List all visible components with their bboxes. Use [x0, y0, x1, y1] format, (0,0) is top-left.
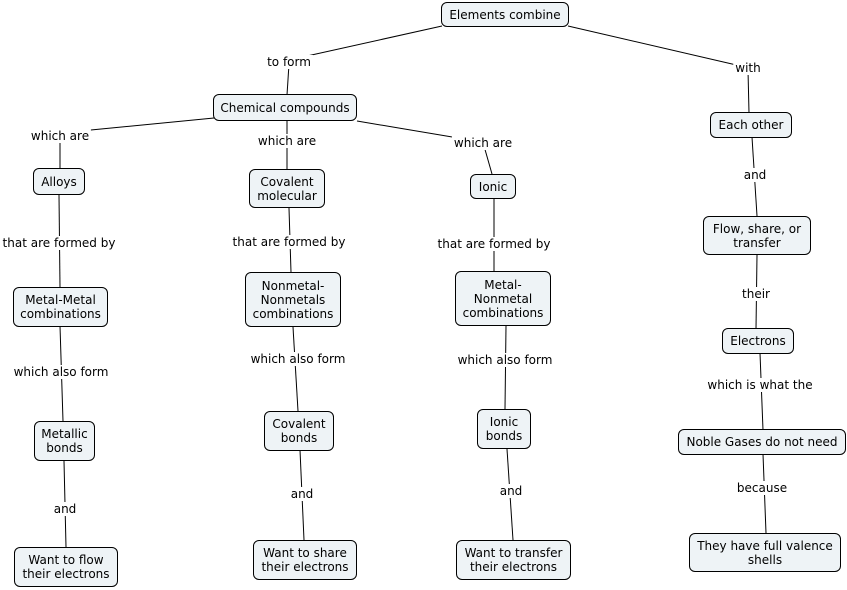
node-elements-combine[interactable]: Elements combine	[441, 2, 569, 27]
link-label-because: because	[734, 481, 790, 495]
link-label-also-form-metal: which also form	[11, 365, 111, 379]
node-ionic-bonds[interactable]: Ionic bonds	[477, 409, 531, 449]
link-label-with: with	[733, 61, 763, 75]
link-label-and-each-other: and	[741, 168, 769, 182]
link-label-which-are-covalent: which are	[255, 134, 319, 148]
link-label-which-are-ionic: which are	[451, 136, 515, 150]
node-metallic-bonds[interactable]: Metallic bonds	[34, 421, 95, 461]
node-ionic[interactable]: Ionic	[470, 174, 516, 199]
node-metal-nonmetal-combinations[interactable]: Metal- Nonmetal combinations	[455, 271, 551, 326]
node-flow-share-transfer[interactable]: Flow, share, or transfer	[703, 216, 811, 255]
node-want-to-share[interactable]: Want to share their electrons	[253, 540, 357, 580]
node-want-to-transfer[interactable]: Want to transfer their electrons	[456, 540, 571, 580]
node-full-valence-shells[interactable]: They have full valence shells	[689, 533, 841, 572]
node-covalent-molecular[interactable]: Covalent molecular	[249, 169, 325, 208]
link-label-to-form: to form	[265, 55, 313, 69]
connector-line	[292, 326, 299, 412]
link-label-formed-by-covalent: that are formed by	[230, 235, 348, 249]
node-each-other[interactable]: Each other	[710, 112, 792, 138]
node-metal-metal-combinations[interactable]: Metal-Metal combinations	[13, 287, 108, 327]
link-label-their: their	[740, 287, 772, 301]
connector-line	[483, 145, 493, 175]
node-chemical-compounds[interactable]: Chemical compounds	[213, 94, 357, 121]
node-alloys[interactable]: Alloys	[33, 168, 85, 195]
connector-line	[504, 325, 507, 410]
link-label-and-metallic: and	[51, 502, 79, 516]
link-label-and-ionic: and	[497, 484, 525, 498]
node-covalent-bonds[interactable]: Covalent bonds	[264, 411, 334, 451]
link-label-which-is-what-the: which is what the	[705, 378, 815, 392]
node-electrons[interactable]: Electrons	[722, 328, 794, 354]
connector-line	[288, 25, 443, 61]
connector-line	[286, 63, 290, 96]
link-label-formed-by-alloys: that are formed by	[0, 236, 118, 250]
connector-line	[747, 69, 750, 114]
link-label-formed-by-ionic: that are formed by	[435, 237, 553, 251]
link-label-and-covalent: and	[288, 487, 316, 501]
link-label-also-form-ionic: which also form	[455, 353, 555, 367]
node-noble-gases[interactable]: Noble Gases do not need	[678, 429, 846, 455]
node-nonmetal-nonmetals-combinations[interactable]: Nonmetal- Nonmetals combinations	[245, 272, 341, 327]
link-label-also-form-nonmetal: which also form	[248, 352, 348, 366]
connector-line	[567, 25, 746, 68]
link-label-which-are-alloys: which are	[28, 129, 92, 143]
node-want-to-flow[interactable]: Want to flow their electrons	[14, 547, 118, 587]
